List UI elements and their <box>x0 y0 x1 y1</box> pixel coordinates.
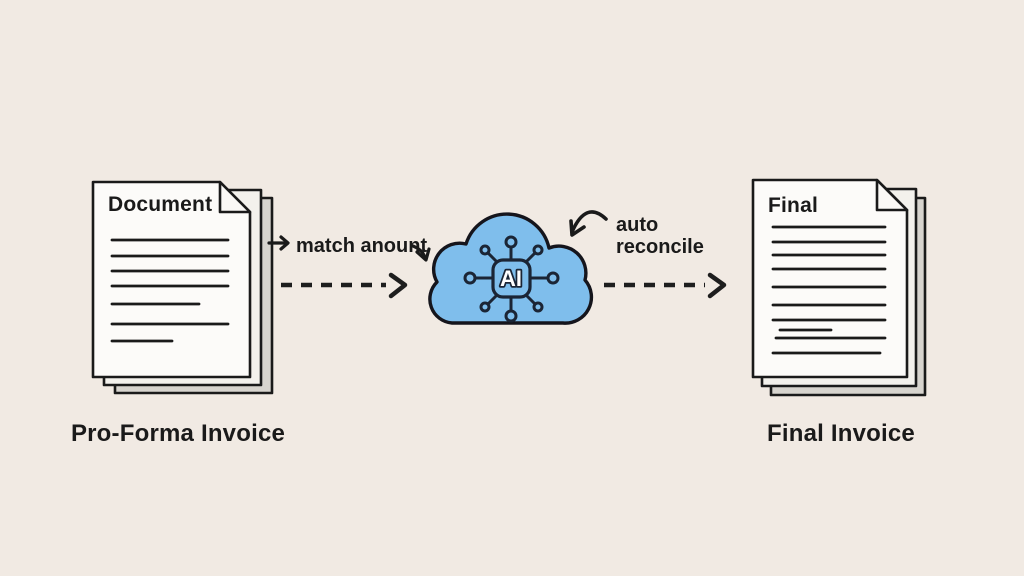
auto-label-line2: reconcile <box>616 236 704 258</box>
final-document-icon: Final <box>751 178 927 397</box>
small-down-right-arrow-icon <box>411 244 431 262</box>
ai-cloud-icon: AI <box>428 212 594 325</box>
final-text-lines <box>771 225 887 355</box>
match-label: match anount <box>296 235 427 257</box>
final-caption: Final Invoice <box>767 420 915 447</box>
ai-chip-label: AI <box>500 266 522 291</box>
proforma-caption: Pro-Forma Invoice <box>71 420 285 447</box>
proforma-folded-corner-icon <box>218 180 252 214</box>
dashed-arrow-right-icon <box>604 272 727 299</box>
ai-chip-icon: AI <box>463 235 560 323</box>
proforma-text-lines <box>110 238 230 343</box>
auto-reconcile-annotation: auto reconcile <box>569 210 704 258</box>
match-annotation: match anount <box>267 235 431 262</box>
small-right-arrow-icon <box>267 235 290 251</box>
final-front-page <box>751 178 909 379</box>
dashed-arrow-left-icon <box>281 272 408 299</box>
final-doc-title: Final <box>768 194 818 217</box>
curved-arrow-icon <box>569 210 608 237</box>
proforma-front-page <box>91 180 252 379</box>
final-folded-corner-icon <box>875 178 909 212</box>
auto-label-line1: auto <box>616 214 658 236</box>
proforma-doc-title: Document <box>108 193 212 216</box>
proforma-document-icon: Document <box>91 180 274 395</box>
